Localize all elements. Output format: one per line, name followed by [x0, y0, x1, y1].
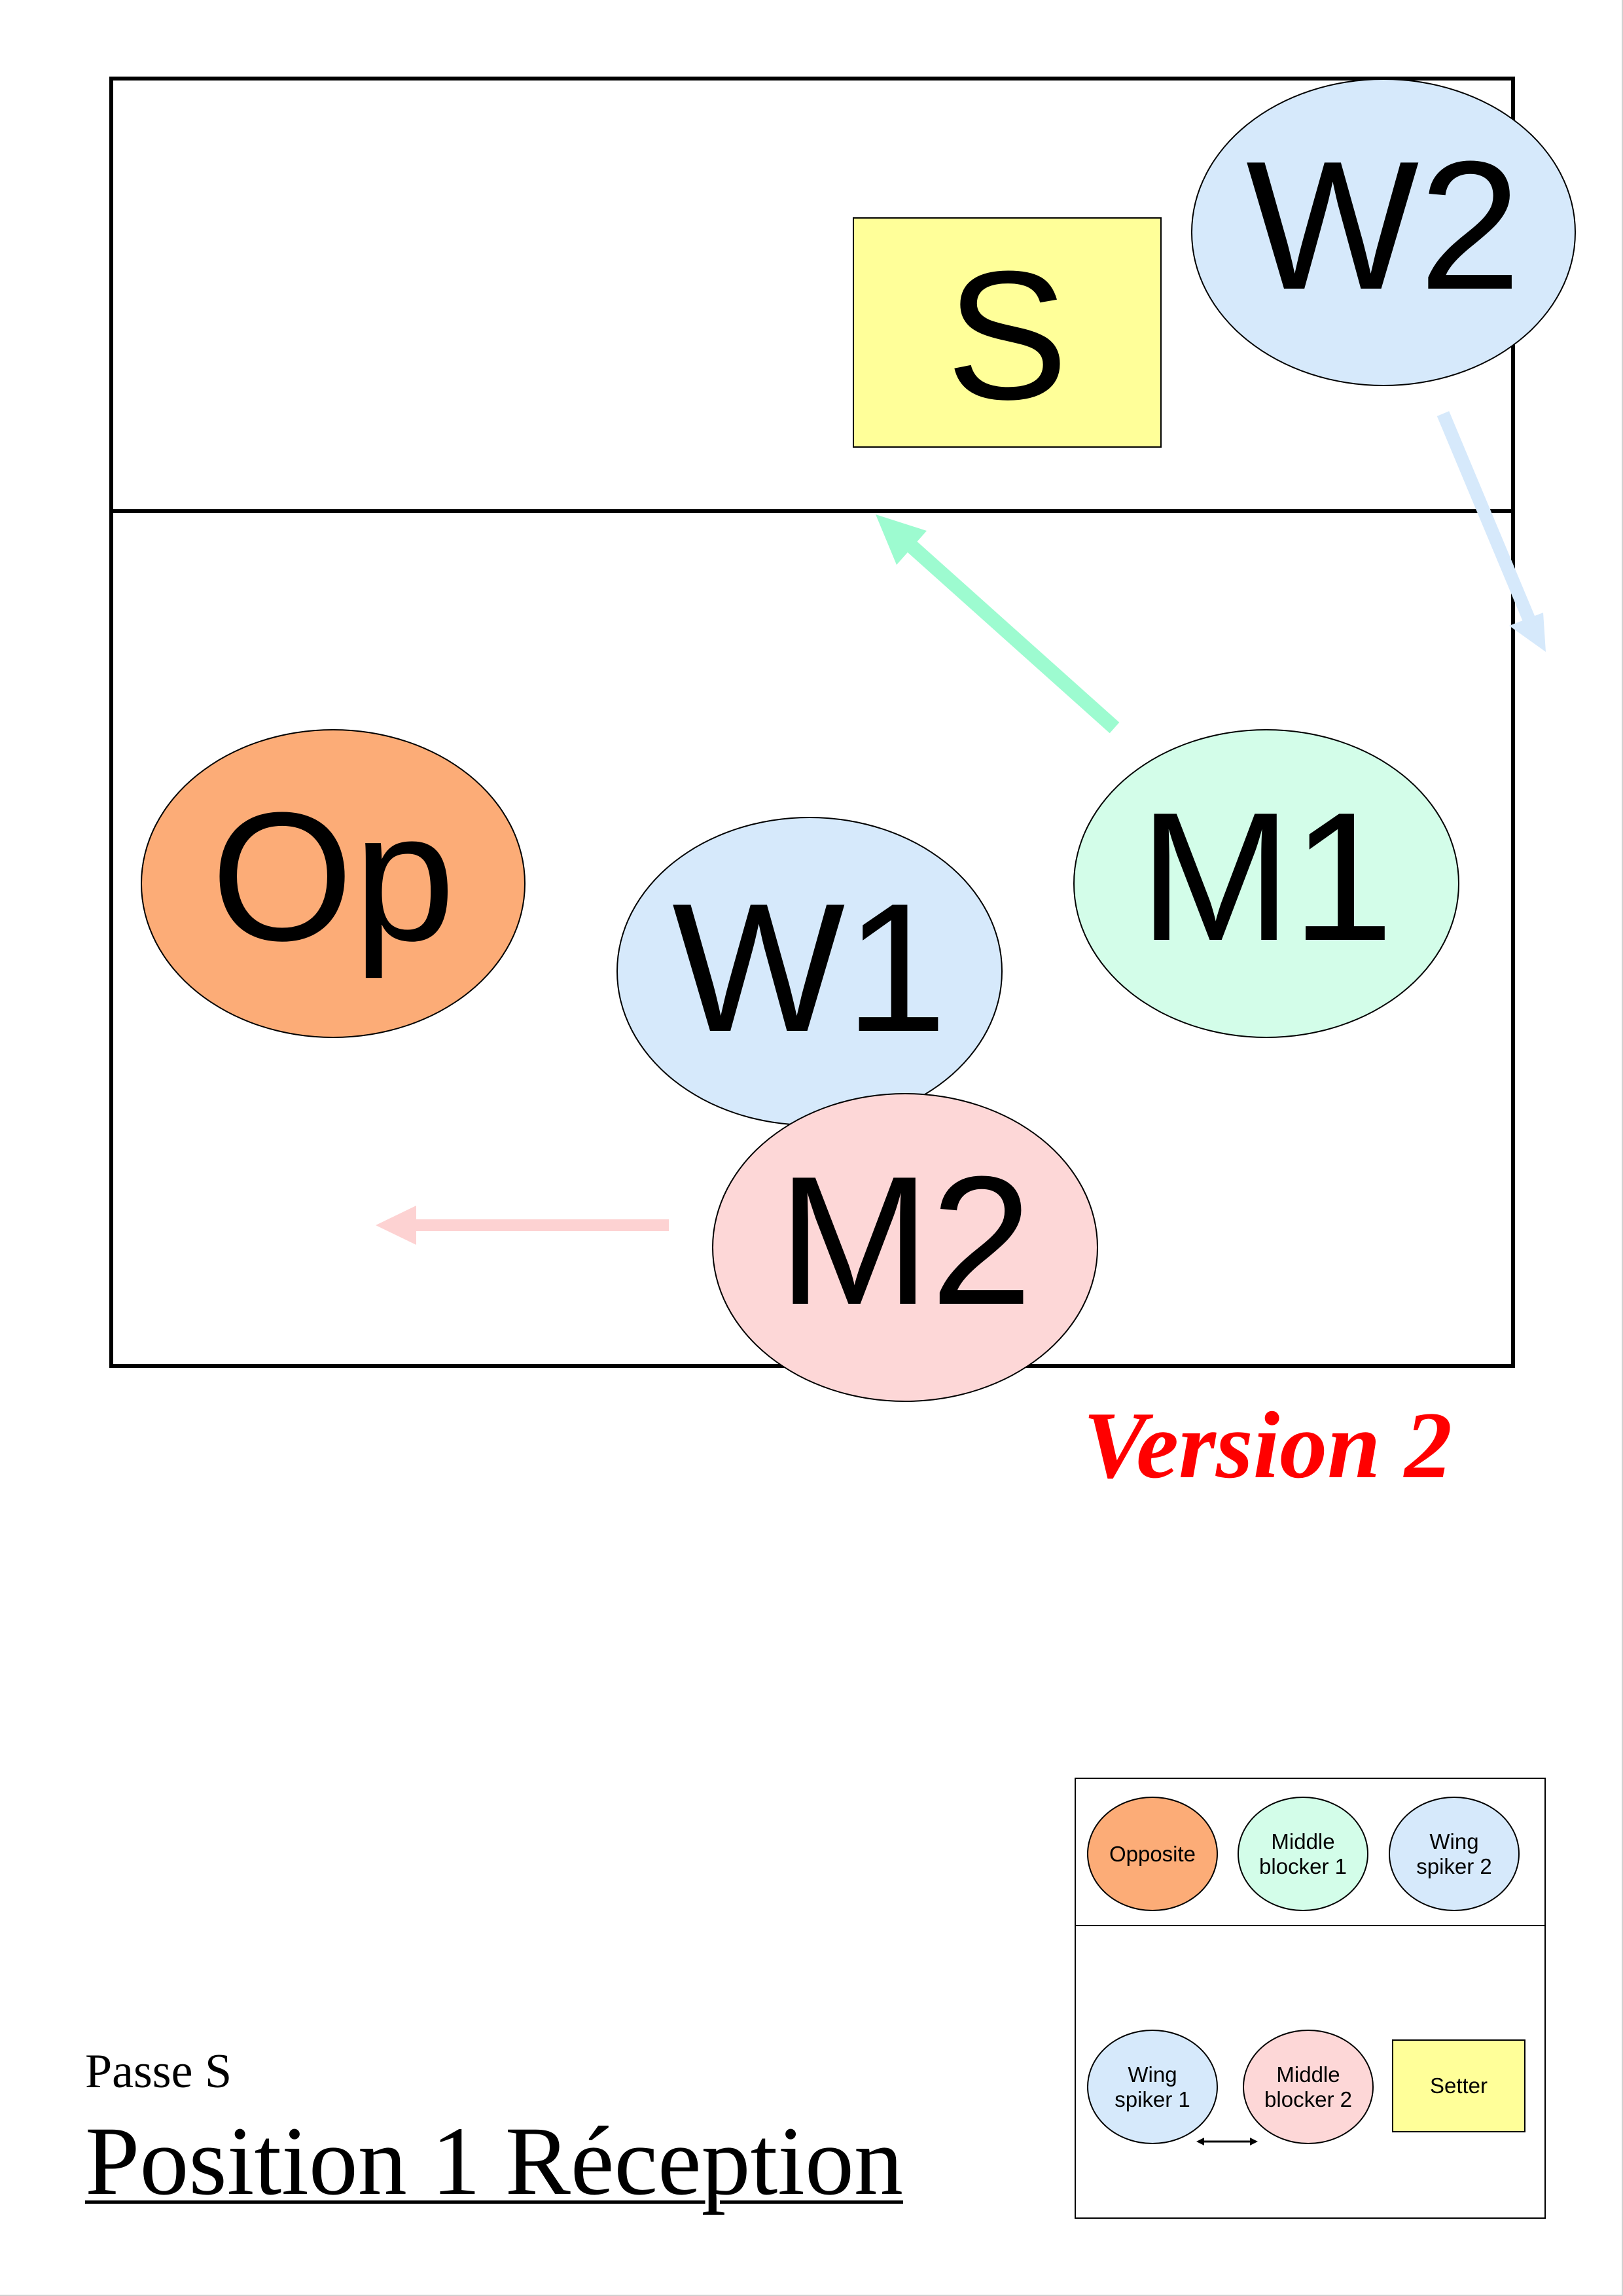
- setter-player: S: [853, 217, 1162, 448]
- legend-middle-blocker-1-label: Middle blocker 1: [1259, 1829, 1347, 1878]
- wing-spiker-1-player: W1: [616, 817, 1003, 1126]
- legend-wing-spiker-2-label: Wing spiker 2: [1416, 1829, 1492, 1878]
- middle-blocker-1-label: M1: [1139, 775, 1394, 979]
- wing-spiker-2-arrow: [1436, 411, 1546, 652]
- middle-blocker-2-label: M2: [777, 1139, 1033, 1343]
- legend-wing-spiker-1-label: Wing spiker 1: [1115, 2062, 1190, 2111]
- middle-blocker-1-arrow: [876, 514, 1120, 734]
- page-title: Position 1 Réception: [85, 2107, 903, 2215]
- opposite-label: Op: [211, 775, 455, 979]
- legend-divider: [1076, 1925, 1544, 1926]
- legend-opposite-label: Opposite: [1109, 1841, 1196, 1866]
- legend-swap-arrow: [1196, 2138, 1258, 2145]
- setter-label: S: [946, 234, 1069, 438]
- subtitle: Passe S: [85, 2045, 232, 2098]
- legend-middle-blocker-1: Middle blocker 1: [1238, 1797, 1368, 1911]
- wing-spiker-2-player: W2: [1191, 79, 1576, 386]
- legend-setter-label: Setter: [1429, 2073, 1488, 2098]
- legend: Opposite Middle blocker 1 Wing spiker 2 …: [1075, 1778, 1546, 2219]
- legend-middle-blocker-2: Middle blocker 2: [1243, 2030, 1374, 2144]
- wing-spiker-1-label: W1: [672, 866, 947, 1070]
- legend-wing-spiker-1: Wing spiker 1: [1087, 2030, 1218, 2144]
- middle-blocker-1-player: M1: [1073, 729, 1459, 1038]
- version-label: Version 2: [1083, 1392, 1452, 1498]
- middle-blocker-2-player: M2: [712, 1093, 1098, 1402]
- legend-middle-blocker-2-label: Middle blocker 2: [1264, 2062, 1352, 2111]
- wing-spiker-2-label: W2: [1246, 124, 1521, 328]
- middle-blocker-2-arrow: [376, 1206, 669, 1245]
- legend-wing-spiker-2: Wing spiker 2: [1389, 1797, 1520, 1911]
- legend-opposite: Opposite: [1087, 1797, 1218, 1911]
- legend-setter: Setter: [1392, 2039, 1525, 2132]
- opposite-player: Op: [141, 729, 526, 1038]
